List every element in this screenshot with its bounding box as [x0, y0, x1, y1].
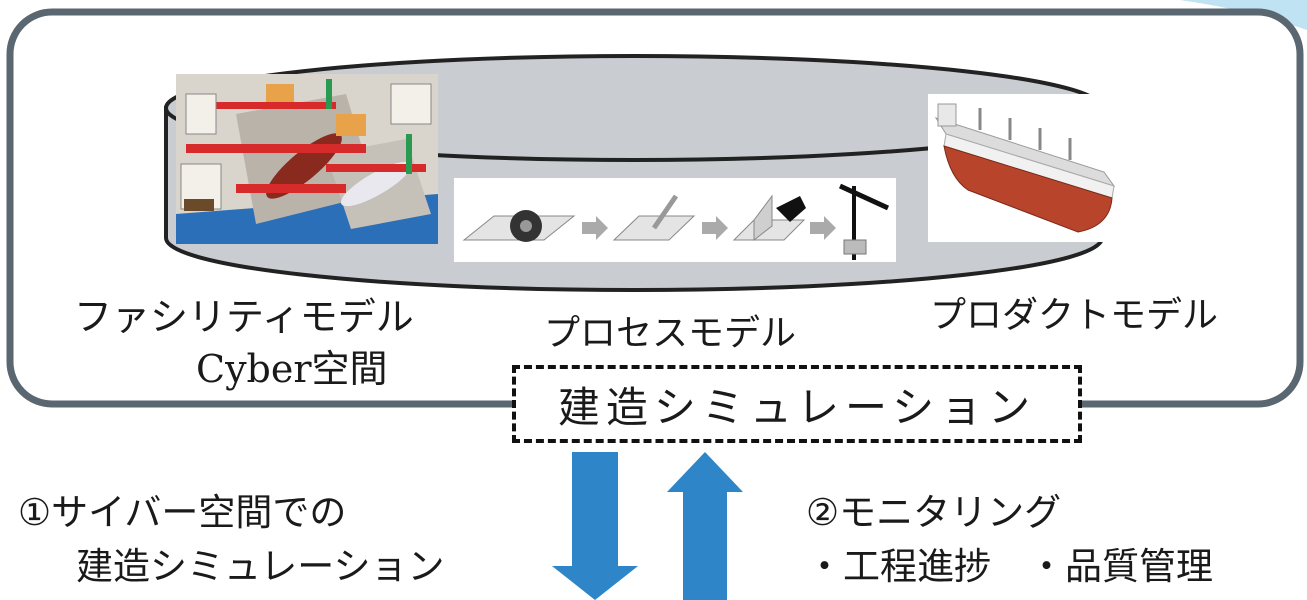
arrow-down-icon [552, 452, 638, 600]
left-caption-line1: ①サイバー空間での [18, 491, 347, 534]
product-model-label: プロダクトモデル [930, 295, 1219, 336]
construction-simulation-box: 建造シミュレーション [512, 365, 1082, 443]
arrow-up-icon [667, 452, 743, 600]
shipyard-3d-image [176, 74, 438, 244]
process-steps-image [454, 178, 896, 262]
facility-model-label: ファシリティモデル [74, 295, 414, 339]
ship-3d-image [928, 94, 1120, 242]
cyber-space-title: Cyber空間 [196, 347, 388, 391]
right-caption-line1: ②モニタリング [806, 491, 1062, 534]
process-model-label: プロセスモデル [544, 313, 797, 354]
construction-simulation-label: 建造シミュレーション [557, 382, 1037, 432]
corner-swoosh [1180, 0, 1307, 30]
left-caption-line2: 建造シミュレーション [76, 545, 445, 588]
right-caption-line2: ・工程進捗 ・品質管理 [806, 545, 1213, 588]
